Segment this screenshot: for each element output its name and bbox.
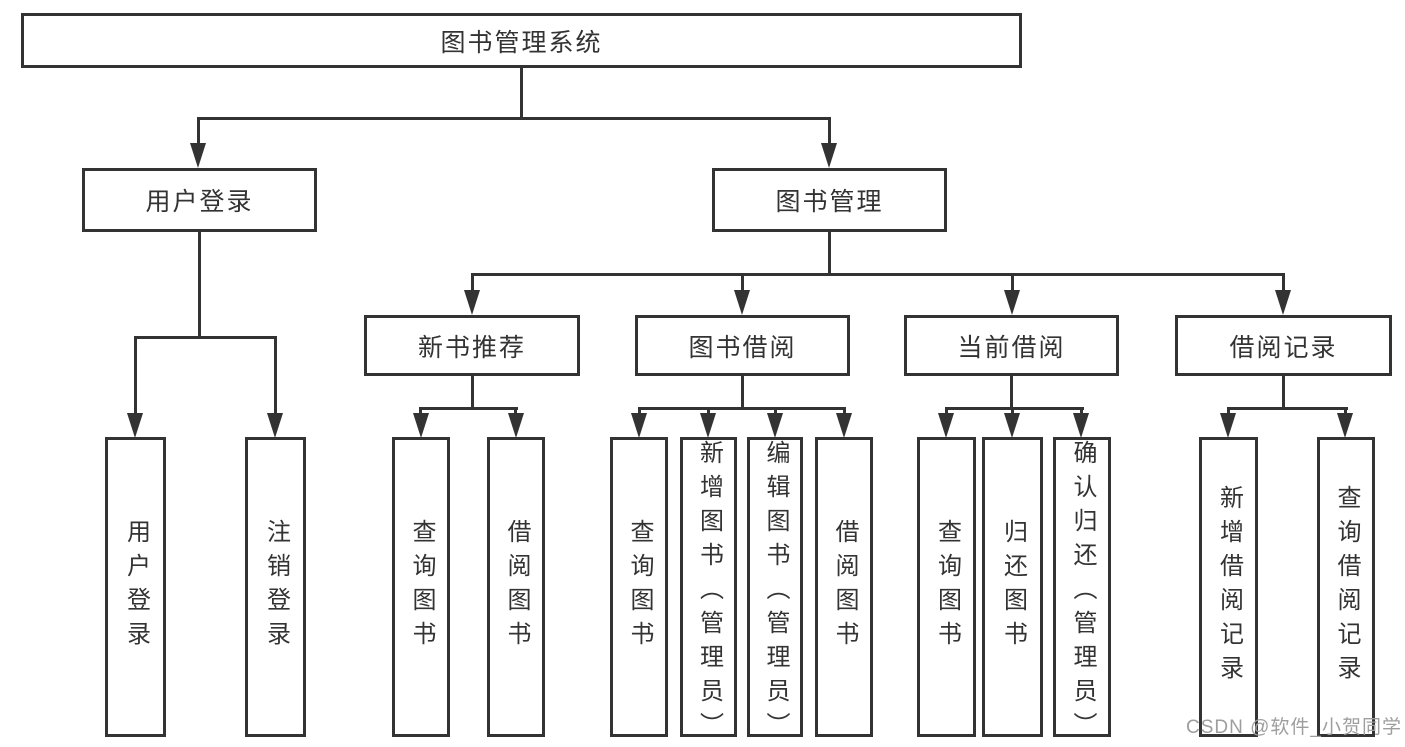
connector-vline — [274, 336, 277, 416]
node-library-system: 图书管理系统 — [21, 13, 1022, 68]
connector-hline — [638, 407, 846, 410]
leaf-add-borrow-record: 新增借阅记录 — [1199, 437, 1258, 737]
node-label: 用户登录 — [145, 188, 254, 216]
leaf-confirm-return-admin: 确认归还（管理员） — [1053, 437, 1111, 746]
connector-hline — [1227, 407, 1348, 410]
connector-vline — [843, 407, 846, 415]
connector-vline — [828, 117, 831, 147]
leaf-label: 查询图书 — [408, 519, 435, 655]
arrowhead-down-icon — [700, 413, 716, 438]
connector-vline — [1080, 407, 1083, 415]
connector-hline — [419, 407, 518, 410]
arrowhead-down-icon — [938, 413, 954, 438]
leaf-label: 用户登录 — [122, 519, 150, 655]
connector-vline — [1010, 376, 1013, 407]
connector-vline — [1344, 407, 1347, 415]
connector-hline — [197, 117, 831, 120]
node-book-management: 图书管理 — [712, 168, 947, 232]
node-label: 图书管理 — [775, 188, 884, 216]
node-current-borrowing: 当前借阅 — [904, 315, 1119, 376]
connector-vline — [1282, 376, 1285, 407]
leaf-label: 确认归还（管理员） — [1069, 440, 1096, 746]
connector-vline — [1282, 273, 1285, 293]
arrowhead-down-icon — [508, 413, 524, 438]
leaf-label: 归还图书 — [999, 519, 1027, 655]
node-new-book-recommend: 新书推荐 — [364, 315, 580, 376]
connector-vline — [774, 407, 777, 415]
leaf-query-borrow-record: 查询借阅记录 — [1317, 437, 1375, 737]
connector-vline — [828, 232, 831, 273]
arrowhead-down-icon — [190, 143, 206, 168]
connector-vline — [707, 407, 710, 415]
connector-vline — [514, 407, 517, 415]
leaf-logout: 注销登录 — [245, 437, 306, 737]
node-user-login: 用户登录 — [82, 168, 317, 232]
leaf-query-books-newbook: 查询图书 — [392, 437, 450, 737]
node-label: 新书推荐 — [417, 333, 526, 362]
arrowhead-down-icon — [127, 413, 143, 438]
arrowhead-down-icon — [464, 290, 480, 315]
connector-vline — [741, 376, 744, 407]
connector-vline — [198, 232, 201, 336]
leaf-query-books-borrowing: 查询图书 — [610, 437, 668, 737]
connector-hline — [471, 273, 1284, 276]
connector-vline — [471, 376, 474, 407]
connector-vline — [419, 407, 422, 415]
leaf-edit-book-admin: 编辑图书（管理员） — [747, 437, 803, 746]
leaf-add-book-admin: 新增图书（管理员） — [680, 437, 737, 746]
connector-vline — [638, 407, 641, 415]
node-label: 图书借阅 — [688, 333, 797, 362]
leaf-label: 新增借阅记录 — [1215, 485, 1243, 689]
arrowhead-down-icon — [1073, 413, 1089, 438]
node-label: 当前借阅 — [957, 333, 1066, 362]
arrowhead-down-icon — [413, 413, 429, 438]
node-borrow-records: 借阅记录 — [1175, 315, 1392, 376]
connector-vline — [945, 407, 948, 415]
node-label: 借阅记录 — [1229, 333, 1338, 362]
arrowhead-down-icon — [821, 143, 837, 168]
leaf-label: 查询借阅记录 — [1333, 485, 1360, 689]
connector-vline — [471, 273, 474, 293]
leaf-label: 编辑图书（管理员） — [762, 440, 789, 746]
leaf-query-books-current: 查询图书 — [917, 437, 976, 737]
arrowhead-down-icon — [1275, 290, 1291, 315]
csdn-watermark: CSDN @软件_小贺同学 — [1186, 717, 1402, 738]
leaf-label: 借阅图书 — [831, 519, 858, 655]
connector-vline — [1011, 273, 1014, 293]
leaf-label: 借阅图书 — [503, 519, 530, 655]
leaf-borrow-books-borrowing: 借阅图书 — [815, 437, 873, 737]
leaf-label: 查询图书 — [933, 519, 961, 655]
leaf-user-login: 用户登录 — [105, 437, 166, 737]
connector-vline — [197, 117, 200, 147]
connector-vline — [1227, 407, 1230, 415]
connector-hline — [134, 336, 277, 339]
connector-vline — [520, 68, 523, 117]
connector-vline — [1011, 407, 1014, 415]
connector-vline — [134, 336, 137, 416]
arrowhead-down-icon — [836, 413, 852, 438]
arrowhead-down-icon — [267, 413, 283, 438]
arrowhead-down-icon — [631, 413, 647, 438]
connector-vline — [741, 273, 744, 293]
leaf-label: 新增图书（管理员） — [695, 440, 723, 746]
node-label: 图书管理系统 — [440, 28, 603, 57]
leaf-label: 注销登录 — [262, 519, 290, 655]
connector-hline — [945, 407, 1084, 410]
arrowhead-down-icon — [767, 413, 783, 438]
arrowhead-down-icon — [1004, 290, 1020, 315]
leaf-borrow-books-newbook: 借阅图书 — [487, 437, 545, 737]
arrowhead-down-icon — [1220, 413, 1236, 438]
arrowhead-down-icon — [734, 290, 750, 315]
arrowhead-down-icon — [1337, 413, 1353, 438]
node-book-borrowing: 图书借阅 — [635, 315, 850, 376]
leaf-label: 查询图书 — [626, 519, 653, 655]
arrowhead-down-icon — [1004, 413, 1020, 438]
leaf-return-books: 归还图书 — [982, 437, 1043, 737]
